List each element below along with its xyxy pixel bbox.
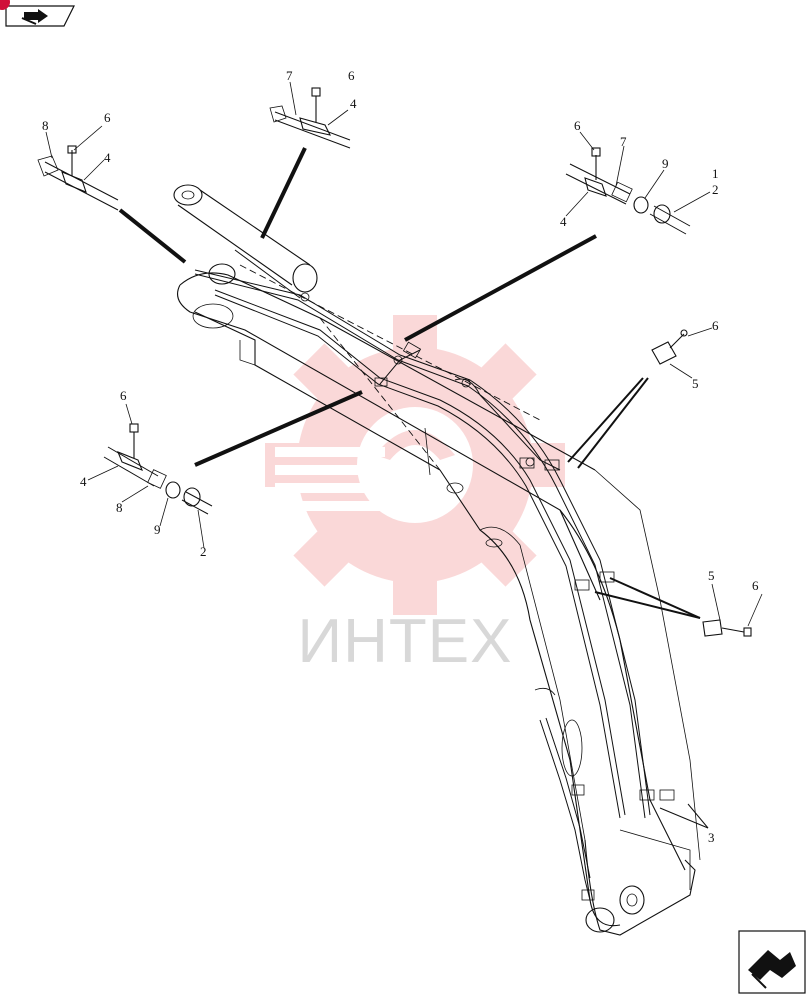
return-nav-button[interactable] [738,930,806,994]
callout-6: 6 [574,118,581,133]
callout-6: 6 [348,68,355,83]
callout-6: 6 [120,388,127,403]
detail-bracket-upper: 6 5 [651,318,719,391]
callout-1: 1 [712,166,719,181]
callout-7: 7 [620,134,627,149]
detail-right-fitting: 6 7 9 1 2 4 [560,118,719,235]
watermark-brand-text: ИНТЕХ [297,607,513,676]
callout-3: 3 [708,830,715,845]
callout-9: 9 [662,156,669,171]
forward-arrow-icon [5,5,75,27]
callout-4: 4 [104,150,111,165]
callout-9: 9 [154,522,161,537]
callout-4: 4 [560,214,567,229]
detail-left-clamp: 8 6 4 [37,110,119,211]
callout-8: 8 [42,118,49,133]
callout-4: 4 [350,96,357,111]
forward-nav-tab[interactable] [0,0,76,28]
callout-2: 2 [200,544,207,559]
callout-6: 6 [712,318,719,333]
callout-2: 2 [712,182,719,197]
detail-leader-lines [118,147,709,829]
callout-5: 5 [708,568,715,583]
corner-badge [0,0,10,10]
callout-5: 5 [692,376,699,391]
callout-4: 4 [80,474,87,489]
detail-bracket-lower: 5 6 [702,568,763,637]
detail-lower-left-fitting: 6 4 8 9 2 [80,388,213,559]
detail-top-clamp: 7 6 4 [269,68,357,149]
return-arrow-icon [738,930,806,994]
boom-structure [173,184,701,936]
callout-6: 6 [104,110,111,125]
callout-6: 6 [752,578,759,593]
hydraulic-pipes [194,249,675,901]
watermark-gear-logo [265,315,565,615]
callout-8: 8 [116,500,123,515]
callout-7: 7 [286,68,293,83]
